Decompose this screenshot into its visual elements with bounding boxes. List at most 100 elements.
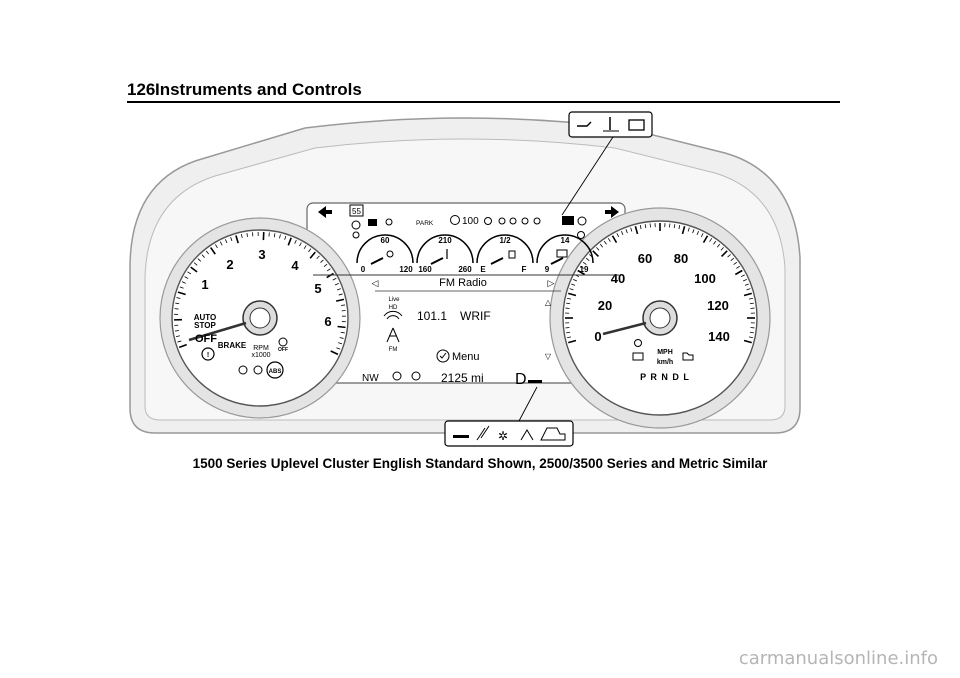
dial-tick bbox=[716, 243, 721, 248]
speed-limit-value: 55 bbox=[352, 207, 361, 216]
parking-lamp-icon bbox=[352, 231, 360, 239]
svg-text:210: 210 bbox=[438, 236, 452, 245]
dial-tick bbox=[573, 278, 578, 282]
speed-label-0: 0 bbox=[594, 329, 601, 344]
svg-text:19: 19 bbox=[580, 265, 589, 274]
mini-gauge-oil: 60 0 120 bbox=[356, 234, 414, 274]
dial-tick bbox=[323, 263, 328, 267]
radio-station: WRIF bbox=[460, 309, 491, 323]
audio-source: FM Radio bbox=[439, 277, 487, 289]
auto-stop-line1: AUTO bbox=[194, 313, 217, 322]
dial-tick bbox=[566, 302, 571, 305]
dial-tick bbox=[303, 245, 307, 250]
hd-label: HD bbox=[389, 305, 398, 311]
tachometer: 1 2 3 4 5 6 AUTO STOP OFF BRAKE ! RPM x1… bbox=[159, 217, 361, 419]
dial-tick bbox=[568, 339, 577, 344]
lane-keep-icon bbox=[351, 220, 361, 230]
pedestrian-icon bbox=[509, 217, 517, 225]
dial-tick bbox=[727, 254, 731, 258]
dial-tick bbox=[749, 331, 754, 334]
dial-tick bbox=[607, 238, 611, 242]
dial-tick bbox=[210, 247, 216, 255]
speed-label-100: 100 bbox=[694, 271, 716, 286]
dial-tick bbox=[577, 269, 586, 276]
dial-tick bbox=[320, 259, 324, 263]
svg-text:260: 260 bbox=[458, 265, 472, 274]
speed-label-120: 120 bbox=[707, 298, 729, 313]
dial-tick bbox=[273, 233, 276, 238]
dial-tick bbox=[687, 227, 690, 232]
dial-tick bbox=[308, 248, 312, 253]
band-label: FM bbox=[389, 347, 398, 353]
tach-label-6: 6 bbox=[324, 314, 331, 329]
callout-leader-bottom bbox=[518, 386, 538, 422]
dial-tick bbox=[630, 227, 633, 232]
dial-tick bbox=[702, 235, 709, 244]
esc-off-label: OFF bbox=[278, 347, 288, 353]
dial-tick bbox=[197, 258, 202, 262]
dial-tick bbox=[696, 231, 700, 236]
prndl-indicator: P R N D L bbox=[640, 372, 690, 382]
section-title: Instruments and Controls bbox=[155, 80, 362, 99]
figure-caption: 1500 Series Uplevel Cluster English Stan… bbox=[192, 456, 768, 471]
dial-tick bbox=[713, 240, 717, 245]
dial-tick bbox=[603, 240, 607, 245]
terrain-icon bbox=[520, 429, 534, 441]
dial-tick bbox=[337, 325, 346, 329]
dial-tick bbox=[639, 224, 642, 230]
dial-tick bbox=[681, 226, 686, 235]
dial-tick bbox=[336, 288, 341, 291]
cruise-set-speed: 100 bbox=[462, 216, 479, 227]
watermark: carmanualsonline.info bbox=[738, 648, 938, 669]
dial-tick bbox=[193, 262, 198, 266]
dial-tick bbox=[566, 336, 572, 339]
dial-tick bbox=[190, 266, 198, 273]
tire-pressure-icon bbox=[577, 231, 585, 239]
sport-flag-icon bbox=[476, 425, 490, 441]
svg-text:◁: ◁ bbox=[372, 278, 379, 288]
rpm-label: RPM bbox=[253, 345, 269, 352]
header-rule bbox=[127, 101, 840, 103]
cruise-icon bbox=[450, 215, 460, 225]
oil-can-icon bbox=[577, 121, 592, 127]
dial-tick bbox=[740, 274, 745, 278]
fuel-icon bbox=[508, 250, 516, 259]
dial-tick bbox=[340, 304, 346, 306]
high-beam-icon bbox=[368, 219, 377, 226]
svg-text:E: E bbox=[480, 265, 486, 274]
dial-tick bbox=[287, 237, 292, 246]
right-turn-signal-icon bbox=[605, 206, 619, 218]
dial-tick bbox=[184, 276, 189, 279]
svg-text:F: F bbox=[522, 265, 527, 274]
dial-tick bbox=[336, 347, 341, 350]
dial-tick bbox=[224, 239, 228, 244]
callout-gauge-warnings bbox=[561, 111, 653, 216]
dial-tick bbox=[284, 235, 287, 240]
speed-label-140: 140 bbox=[708, 329, 730, 344]
callout-leader-top bbox=[561, 136, 614, 216]
mini-gauge-temp: 210 160 260 bbox=[416, 234, 474, 274]
dial-tick bbox=[215, 244, 218, 249]
speedo-needle bbox=[602, 321, 647, 336]
dial-tick bbox=[673, 224, 676, 229]
page-number: 126 bbox=[127, 80, 156, 99]
tow-haul-icon bbox=[528, 380, 542, 383]
odometer: 2125 mi bbox=[441, 371, 484, 385]
tach-label-2: 2 bbox=[226, 257, 233, 272]
svg-text:1/2: 1/2 bbox=[499, 236, 511, 245]
snow-icon: ✲ bbox=[498, 429, 508, 443]
auto-stop-line2: STOP bbox=[194, 321, 216, 330]
dial-tick bbox=[634, 226, 639, 235]
dial-tick bbox=[742, 278, 747, 282]
dial-tick bbox=[201, 254, 205, 258]
dial-tick bbox=[743, 339, 752, 344]
dial-tick bbox=[616, 233, 620, 238]
dial-tick bbox=[230, 237, 233, 242]
dial-tick bbox=[316, 255, 320, 260]
dial-tick bbox=[330, 350, 339, 356]
dial-tick bbox=[582, 261, 587, 265]
dial-tick bbox=[294, 239, 297, 244]
dial-tick bbox=[309, 251, 316, 259]
tach-label-1: 1 bbox=[201, 277, 208, 292]
abs-label: ABS bbox=[269, 369, 282, 375]
